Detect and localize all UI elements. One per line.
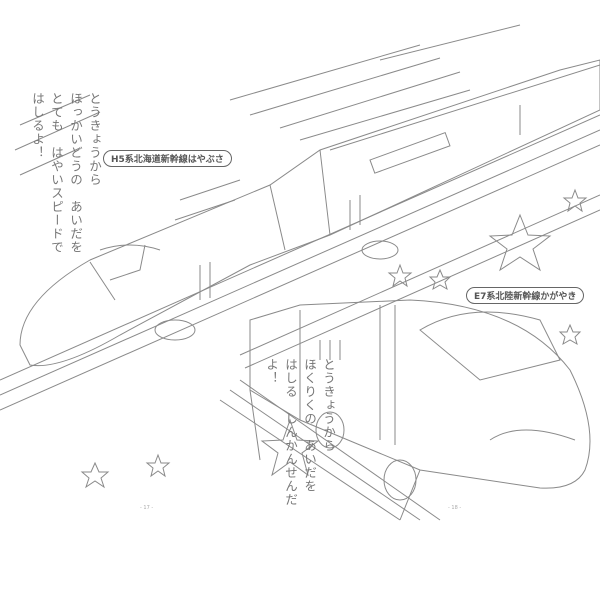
h5-train <box>19 59 600 367</box>
h5-train-label: H5系北海道新幹線はやぶさ <box>103 150 232 167</box>
caption-line: とうきょうから <box>87 92 102 187</box>
e7-train <box>219 299 591 521</box>
page-number-right: - 18 - <box>448 505 462 511</box>
caption-line: ほっかいどうの あいだを <box>68 92 83 254</box>
page-number-left: - 17 - <box>140 505 154 511</box>
speed-lines <box>14 24 521 176</box>
upper-track <box>0 114 600 411</box>
e7-train-label: E7系北陸新幹線かがやき <box>466 287 585 304</box>
caption-line: とても はやいスピードで <box>49 92 64 254</box>
right-caption: とうきょうから ほくりくの あいだを はしる しんかんせんだよ！ <box>262 358 338 518</box>
caption-line: はしる しんかんせんだよ！ <box>264 358 298 507</box>
stars <box>80 188 588 489</box>
caption-line: とうきょうから <box>321 358 336 453</box>
caption-line: はしるよ！ <box>30 92 45 160</box>
left-caption: とうきょうから ほっかいどうの あいだを とても はやいスピードで はしるよ！ <box>28 92 104 292</box>
caption-line: ほくりくの あいだを <box>302 358 317 493</box>
